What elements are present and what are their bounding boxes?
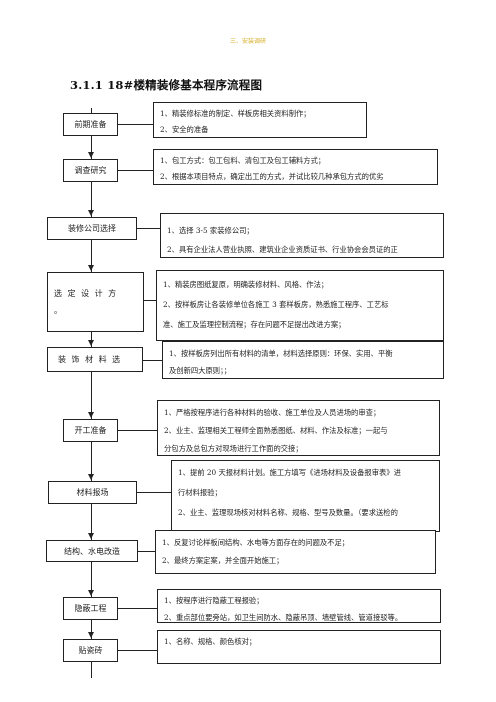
connector-9 [118,608,157,609]
step-structure-utility: 结构、水电改造 [46,540,138,562]
connector-5 [143,360,162,361]
arrow-to-structure-utility [88,533,94,539]
step-material-selection: 装 饰 材 料 选 [47,347,143,372]
connector-10 [118,650,157,651]
step-tiling: 贴瓷砖 [63,639,118,662]
connector-2 [118,170,153,171]
connector-6 [118,430,157,431]
connector-7 [137,492,171,493]
connector-1 [118,124,153,125]
desc-research: 1、包工方式：包工包料、清包工及包工辅料方式；2、根据本项目特点，确定出工的方式… [153,149,438,185]
arrow-to-research [88,152,94,158]
desc-material-report: 1、提前 20 天报材料计划。施工方填写《进场材料及设备报审表》进行材料报验；2… [171,460,440,532]
step-material-report: 材料报场 [48,481,137,504]
connector-3 [137,228,160,229]
desc-material-selection: 1、按样板房列出所有材料的清单，材料选择原则：环保、实用、平衡及创新四大原则；； [162,341,444,379]
arrow-to-concealed-works [88,590,94,596]
arrow-to-start-preparation [88,412,94,418]
step-design-plan: 选 定 设 计 方 。 [47,272,144,332]
desc-select-company: 1、选择 3-5 家装修公司；2、具有企业法人营业执照、建筑业企业资质证书、行业… [160,213,444,258]
section-title: 3.1.1 18#楼精装修基本程序流程图 [70,78,263,92]
page-header: 三、安装调研 [229,38,266,45]
arrow-to-select-company [88,210,94,216]
desc-tiling: 1、名称、规格、颜色核对； [157,630,441,664]
flow-connector-main [91,108,92,678]
connector-4 [144,300,156,301]
connector-8 [138,551,155,552]
desc-start-preparation: 1、严格按程序进行各种材料的验收、施工单位及人员进场的审查；2、业主、监理相关工… [157,400,440,456]
step-concealed-works: 隐蔽工程 [63,597,118,620]
arrow-to-material-report [88,474,94,480]
desc-concealed-works: 1、按程序进行隐蔽工程报验；2、重点部位要旁站，如卫生间防水、隐蔽吊顶、墙壁管线… [157,589,441,623]
arrow-to-design-plan [88,265,94,271]
arrow-to-tiling [88,632,94,638]
step-research: 调查研究 [63,159,118,182]
desc-design-plan: 1、精装房图纸复原，明确装修材料、风格、作法；2、按样板房让各装修单位各施工 3… [156,270,444,341]
step-select-company: 装修公司选择 [47,217,137,240]
desc-structure-utility: 1、反复讨论样板间结构、水电等方面存在的问题及不足；2、最终方案定案，并全面开始… [155,530,436,574]
arrow-to-material-selection [88,340,94,346]
step-preparation: 前期准备 [63,113,118,136]
step-start-preparation: 开工准备 [63,419,118,442]
desc-preparation: 1、精装修标准的制定、样板房相关资料制作；2、安全的准备 [153,102,367,138]
